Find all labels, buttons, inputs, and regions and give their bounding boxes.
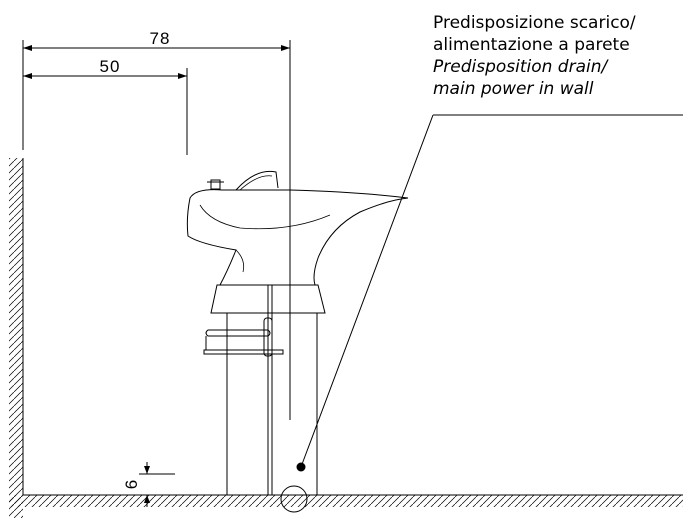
floor (9, 494, 683, 507)
towel-holder (203, 317, 284, 357)
dimension-50: 50 (23, 57, 188, 155)
callout-line-it-2: alimentazione a parete (433, 35, 630, 55)
callout-line-en-1: Predisposition drain/ (433, 57, 608, 77)
callout-leader (300, 114, 683, 468)
neck-collar (210, 284, 326, 314)
dimension-6-label: 6 (122, 479, 141, 489)
callout-line-it-1: Predisposizione scarico/ (433, 13, 636, 33)
dimension-78: 78 (22, 29, 291, 420)
dimension-78-label: 78 (150, 29, 171, 48)
dimension-50-label: 50 (100, 57, 121, 76)
callout-text: Predisposizione scarico/ alimentazione a… (433, 12, 636, 100)
wall (9, 158, 24, 518)
faucet (207, 170, 279, 191)
dimension-6: 6 (122, 462, 175, 507)
callout-line-en-2: main power in wall (433, 79, 594, 99)
shampoo-bowl (186, 189, 409, 286)
